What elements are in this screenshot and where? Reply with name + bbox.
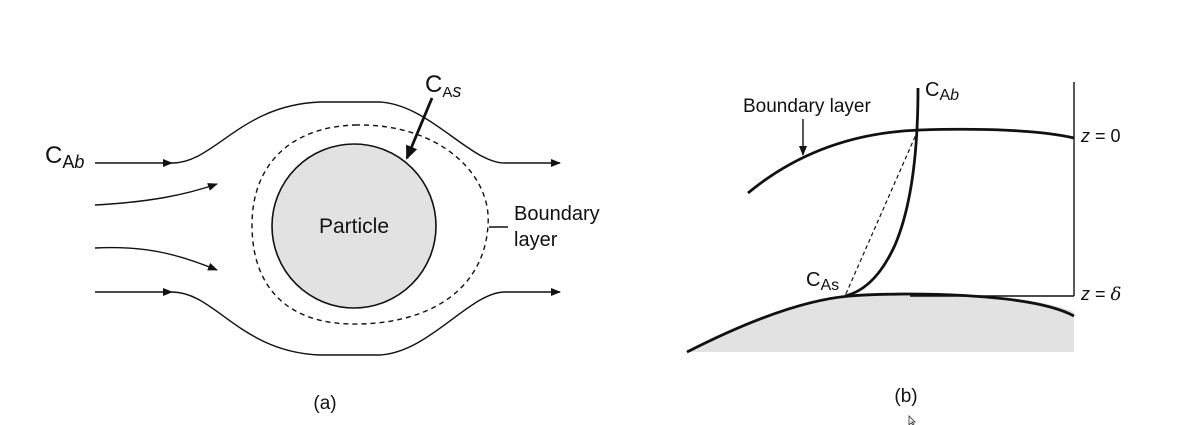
z-zero-label: z = 0: [1080, 126, 1121, 146]
caption-b: (b): [894, 386, 917, 407]
bulk-conc-label-a: CAb: [45, 142, 84, 172]
boundary-label-a-line1: Boundary: [514, 203, 600, 225]
panel-b: Boundary layer CAb CAs z = 0 z = δ (b): [686, 79, 1121, 425]
particle-surface-line: [686, 292, 1075, 354]
linear-profile-dashed: [844, 129, 919, 297]
panel-a: Particle CAs CAb Boundary layer (a): [45, 71, 600, 414]
boundary-label-b: Boundary layer: [743, 96, 871, 117]
surface-conc-label-b: CAs: [806, 269, 839, 294]
concentration-profile-curve: [844, 87, 920, 298]
streamline-upper-diagonal: [94, 183, 218, 206]
particle-circle: [271, 143, 437, 309]
bulk-conc-label-b: CAb: [925, 79, 959, 104]
surface-conc-arrow: [405, 97, 434, 160]
streamline-lower-diagonal: [94, 246, 218, 271]
caption-a: (a): [313, 393, 336, 414]
surface-conc-label-a: CAs: [425, 71, 461, 101]
particle-surface-region: [687, 293, 1074, 352]
z-delta-label: z = δ: [1080, 284, 1121, 305]
boundary-layer-outer-curve: [747, 127, 1075, 195]
particle-label: Particle: [319, 215, 389, 238]
boundary-layer-dashed: [251, 124, 489, 325]
streamline-bottom: [171, 288, 561, 356]
boundary-label-a-line2: layer: [514, 229, 558, 251]
streamline-top: [171, 101, 561, 167]
mouse-cursor-icon: [908, 415, 916, 425]
